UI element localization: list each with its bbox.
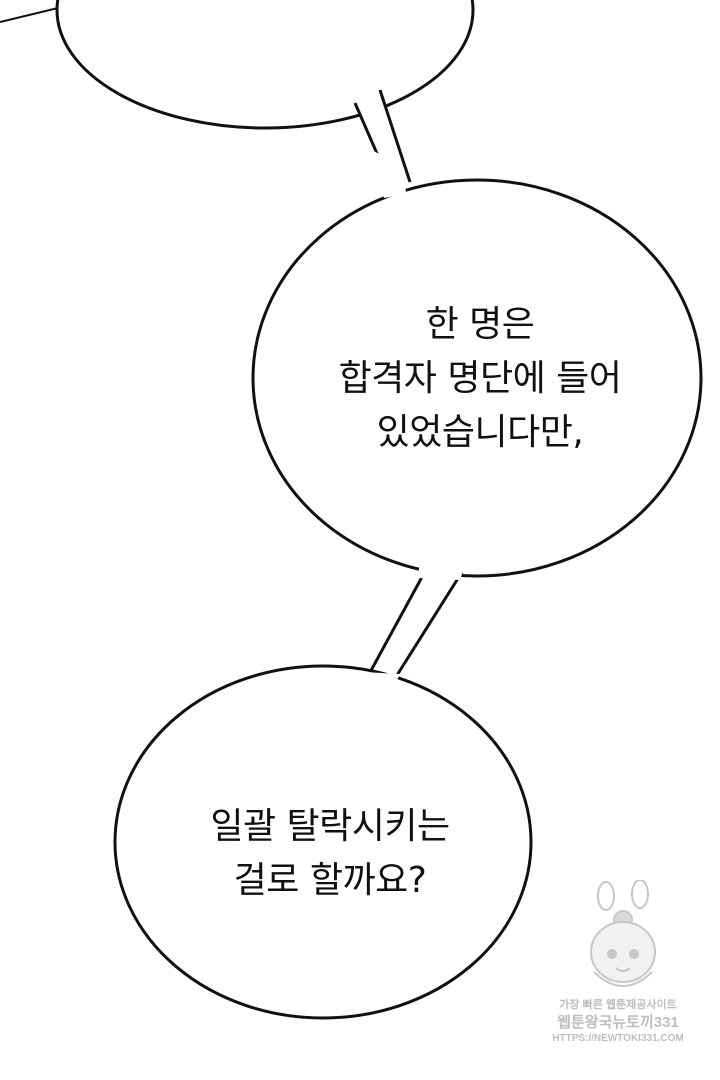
speech-bubble-top (55, 0, 475, 130)
connector-1-merge (372, 150, 406, 198)
connector-1-right (378, 89, 412, 183)
watermark-url: HTTPS://NEWTOKI331.COM (552, 1033, 684, 1044)
bubble-connector-1 (355, 88, 410, 188)
connector-2-right (392, 571, 464, 681)
dialogue-line: 한 명은 (425, 304, 535, 345)
watermark-site-name: 웹툰왕국뉴토끼331 (557, 1014, 679, 1031)
mascot-logo-icon (590, 880, 656, 987)
speech-bubble-middle-text: 한 명은 합격자 명단에 들어 있었습니다만, (300, 298, 660, 460)
connector-2-merge-top (418, 560, 466, 580)
bubble-connector-2 (368, 568, 462, 680)
speech-bubble-middle (251, 178, 703, 578)
watermark-tagline: 가장 빠른 웹툰제공사이트 (559, 999, 677, 1011)
dialogue-line: 있었습니다만, (376, 412, 584, 453)
site-watermark: 가장 빠른 웹툰제공사이트 웹툰왕국뉴토끼331 HTTPS://NEWTOKI… (538, 880, 698, 1060)
connector-2-merge-bottom (360, 672, 400, 690)
dialogue-line: 합격자 명단에 들어 (338, 358, 622, 399)
connector-2-left (366, 565, 430, 677)
dialogue-line: 일괄 탈락시키는 (210, 806, 450, 847)
dialogue-line: 걸로 할까요? (233, 860, 427, 901)
watermark-text: 가장 빠른 웹툰제공사이트 웹툰왕국뉴토끼331 HTTPS://NEWTOKI… (538, 998, 698, 1046)
panel-edge-line (0, 7, 59, 23)
speech-bubble-bottom (113, 664, 533, 1020)
speech-bubble-bottom-text: 일괄 탈락시키는 걸로 할까요? (180, 800, 480, 908)
